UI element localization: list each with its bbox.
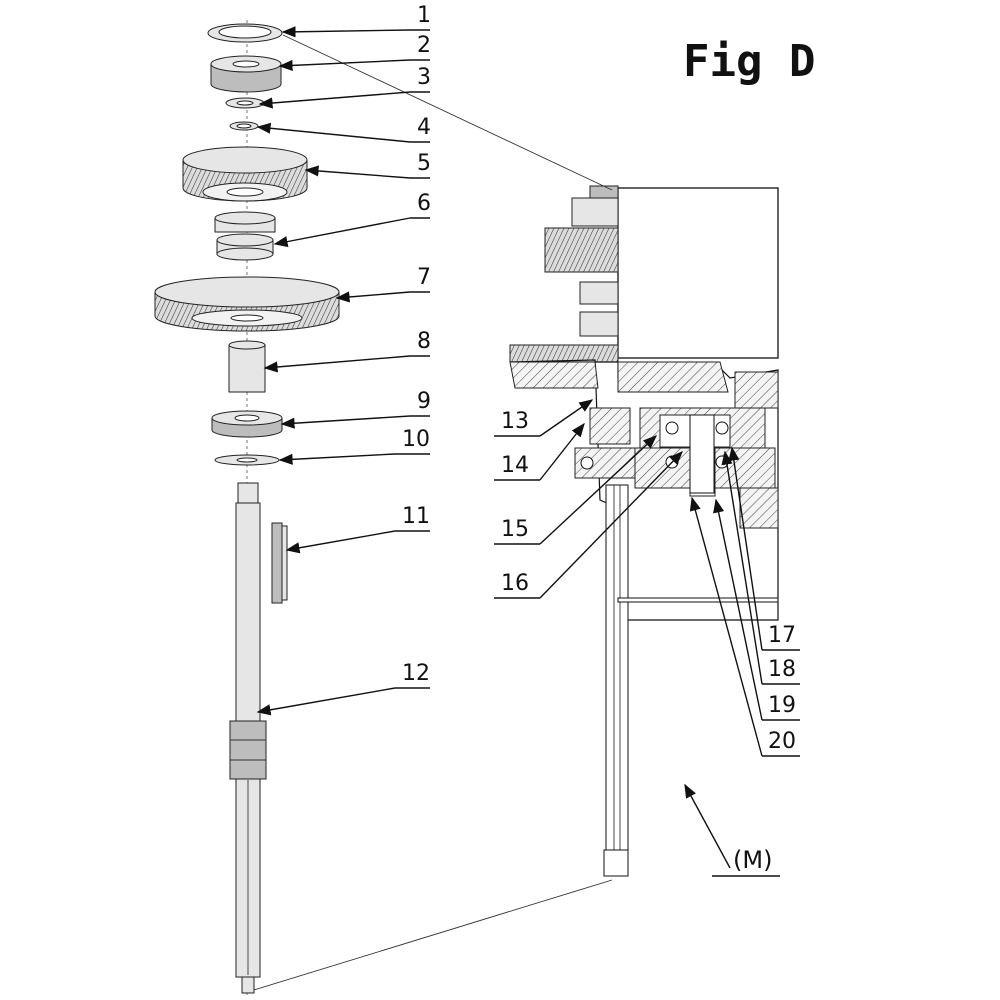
callout-6: 6 — [273, 191, 431, 248]
callout-leader — [278, 59, 411, 72]
callout-number: 9 — [417, 389, 431, 414]
callout-leader — [280, 415, 411, 429]
callout-13: 13 — [494, 399, 594, 437]
callout-number: 5 — [417, 151, 431, 176]
callout-number: 15 — [501, 517, 529, 542]
assembly-label: (M) — [733, 846, 772, 874]
callout-7: 7 — [335, 265, 431, 303]
projection-line-bottom — [253, 879, 613, 991]
callout-14: 14 — [494, 422, 585, 481]
callout-8: 8 — [263, 329, 431, 373]
callout-19: 19 — [713, 498, 800, 721]
callout-4: 4 — [256, 115, 431, 143]
part-2-bearing — [210, 55, 282, 93]
callout-number: 18 — [768, 657, 796, 682]
callout-leader — [278, 453, 396, 465]
callout-number: 13 — [501, 409, 529, 434]
callout-number: 2 — [417, 33, 431, 58]
callout-number: 8 — [417, 329, 431, 354]
assembly-arrow — [684, 783, 731, 869]
callout-number: 16 — [501, 571, 529, 596]
part-9-bearing — [211, 410, 283, 438]
projection-line-top — [282, 34, 613, 191]
callout-18: 18 — [721, 450, 800, 685]
callout-5: 5 — [304, 151, 431, 179]
callout-15: 15 — [494, 435, 658, 545]
callout-10: 10 — [278, 427, 430, 465]
callout-number: 14 — [501, 453, 529, 478]
callout-16: 16 — [494, 450, 683, 599]
callout-leader — [256, 687, 396, 716]
exploded-stack — [154, 20, 340, 995]
callout-number: 17 — [768, 623, 796, 648]
callout-number: 1 — [417, 3, 431, 28]
callout-17: 17 — [728, 446, 800, 651]
callout-leader — [281, 26, 411, 38]
callout-leader — [539, 435, 658, 545]
part-12-shaft — [229, 482, 267, 994]
callout-leader — [304, 165, 411, 179]
part-10-shim — [214, 454, 280, 466]
callout-number: 12 — [402, 661, 430, 686]
callout-leader — [539, 399, 594, 437]
callout-2: 2 — [278, 33, 431, 72]
callout-leader — [258, 91, 411, 109]
callout-number: 10 — [402, 427, 430, 452]
part-4-circlip — [229, 121, 259, 131]
callout-leader — [285, 530, 396, 554]
callout-9: 9 — [280, 389, 431, 429]
part-7-large-helical-gear — [154, 276, 340, 332]
callout-leader — [539, 450, 683, 599]
callout-number: 3 — [417, 65, 431, 90]
callout-number: 19 — [768, 693, 796, 718]
callout-11: 11 — [285, 504, 430, 554]
part-6-nut-pair — [214, 211, 276, 261]
assembled-housing — [509, 185, 779, 877]
part-3-washer — [225, 97, 265, 109]
callout-number: 11 — [402, 504, 430, 529]
callout-leader — [273, 217, 411, 248]
callout-leader — [728, 446, 763, 651]
callout-number: 7 — [417, 265, 431, 290]
figure-title: Fig D — [683, 36, 815, 87]
callout-leader — [721, 450, 763, 685]
callout-number: 4 — [417, 115, 431, 140]
callout-number: 6 — [417, 191, 431, 216]
callout-12: 12 — [256, 661, 430, 716]
callout-leader — [689, 496, 763, 757]
part-8-spacer-sleeve — [228, 340, 266, 393]
callout-leader — [256, 122, 411, 143]
callout-leader — [263, 355, 411, 373]
callout-leader — [335, 291, 411, 303]
callout-leader — [713, 498, 763, 721]
callout-1: 1 — [281, 3, 431, 38]
callout-number: 20 — [768, 729, 796, 754]
part-1-washer — [207, 23, 283, 43]
callout-3: 3 — [258, 65, 431, 109]
part-5-helical-gear — [182, 146, 308, 202]
callout-20: 20 — [689, 496, 800, 757]
callout-leader — [539, 422, 585, 481]
part-11-key — [271, 522, 288, 604]
